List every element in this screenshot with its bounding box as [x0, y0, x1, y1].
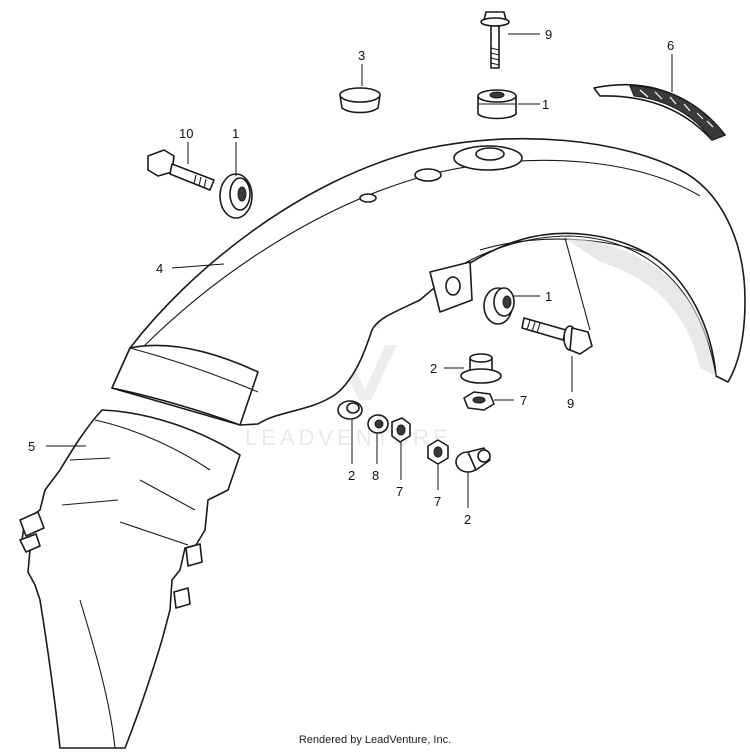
- credit-text: Rendered by LeadVenture, Inc.: [298, 734, 452, 746]
- rubber-grommet-mid: [483, 287, 515, 325]
- callout-9-top: 9: [545, 27, 552, 42]
- nut-low-left: [391, 417, 411, 443]
- nut-right: [463, 391, 495, 411]
- inner-fender: [19, 409, 241, 749]
- callout-7-low-left: 7: [396, 484, 403, 499]
- leader-lines: [46, 33, 673, 508]
- nut-low-right: [427, 439, 449, 465]
- rubber-grommet-top: [477, 89, 517, 120]
- callout-3: 3: [358, 48, 365, 63]
- plug-cap: [339, 87, 381, 114]
- rubber-grommet-left: [219, 173, 253, 219]
- collar-low-right: [455, 447, 491, 473]
- callout-2-low-left: 2: [348, 468, 355, 483]
- flange-bolt-top: [480, 11, 510, 69]
- washer: [367, 414, 389, 434]
- long-bolt: [147, 149, 215, 191]
- watermark-text: LEADVENTURE: [245, 425, 452, 450]
- callout-1-top: 1: [542, 97, 549, 112]
- callout-2-mid: 2: [430, 361, 437, 376]
- rear-fender: [111, 137, 746, 426]
- flange-bolt-mid: [521, 317, 593, 355]
- callout-5: 5: [28, 439, 35, 454]
- reflector-strip: [593, 83, 726, 141]
- callout-8: 8: [372, 468, 379, 483]
- callout-4: 4: [156, 261, 163, 276]
- callout-10: 10: [179, 126, 193, 141]
- collar-mid: [460, 353, 502, 384]
- callout-7-low-right: 7: [434, 494, 441, 509]
- collar-low-left: [337, 400, 363, 420]
- callout-labels: 9 3 1 6 10 1 4 1 2 9 7 5 2 8 7 7 2: [28, 27, 674, 527]
- callout-6: 6: [667, 38, 674, 53]
- callout-1-left: 1: [232, 126, 239, 141]
- callout-2-low-right: 2: [464, 512, 471, 527]
- callout-9-mid: 9: [567, 396, 574, 411]
- callout-7-right: 7: [520, 393, 527, 408]
- callout-1-mid: 1: [545, 289, 552, 304]
